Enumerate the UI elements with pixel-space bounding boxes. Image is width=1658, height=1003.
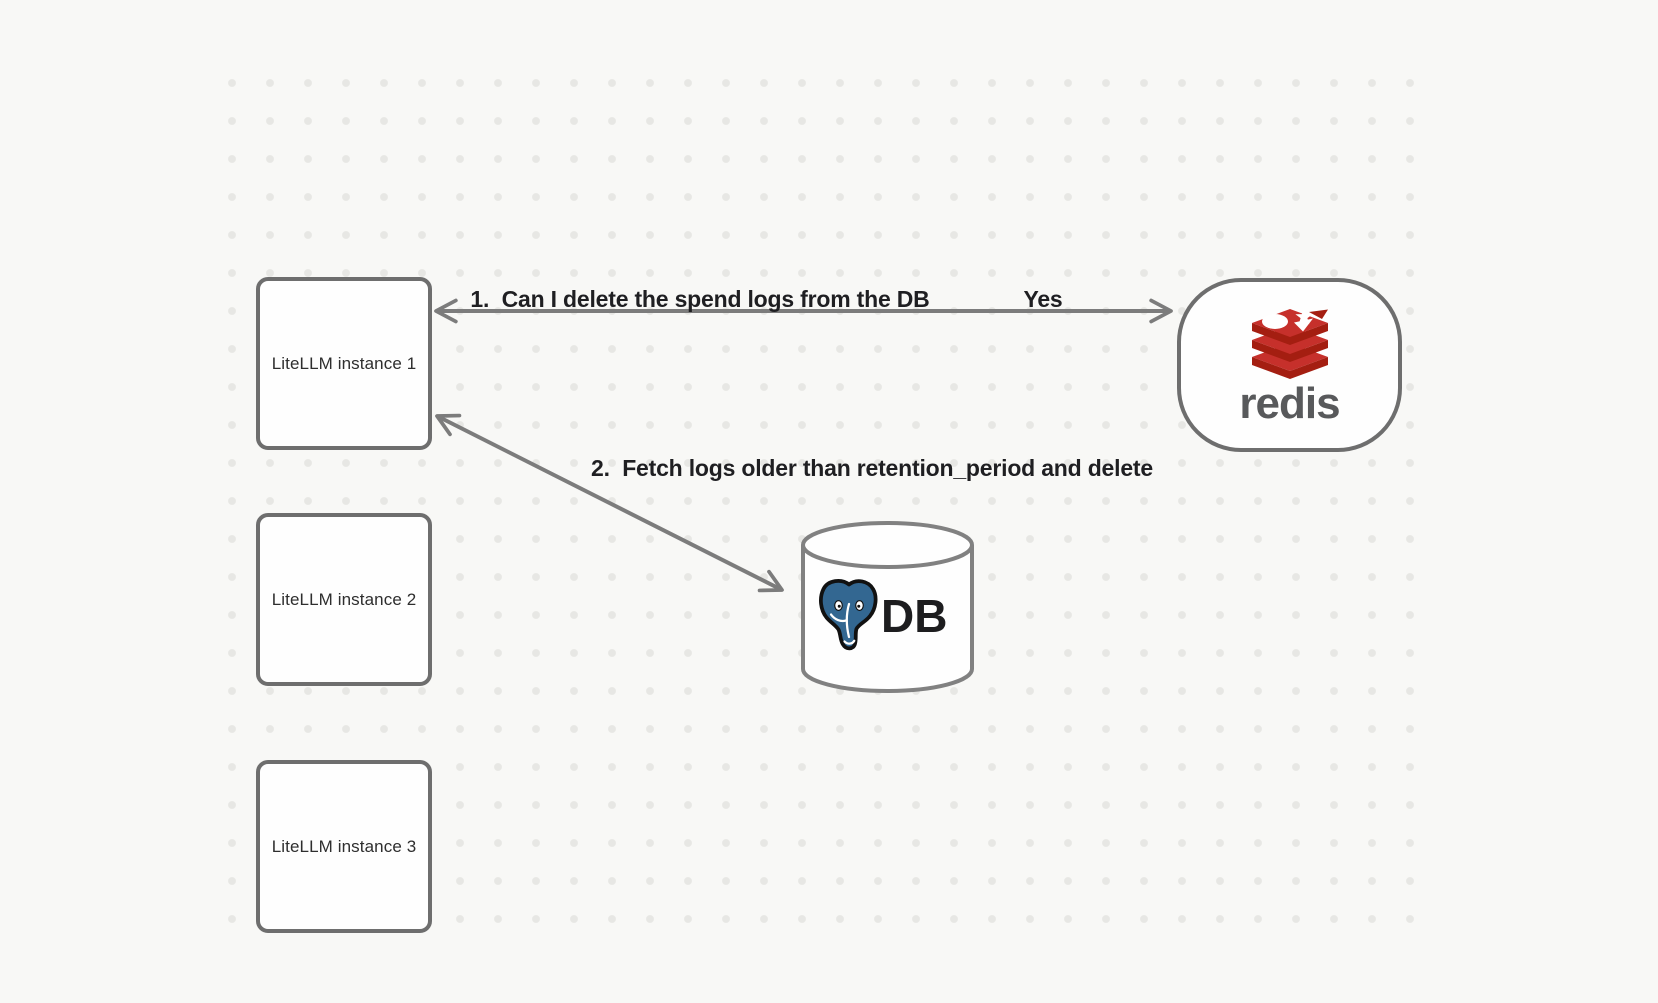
- node-litellm-instance-2-label: LiteLLM instance 2: [271, 589, 417, 609]
- edge1-response-label: Yes: [1023, 286, 1063, 312]
- edge1-label: 1. Can I delete the spend logs from the …: [470, 286, 930, 312]
- node-litellm-instance-3-label: LiteLLM instance 3: [271, 836, 417, 856]
- redis-node-label: redis: [1239, 379, 1340, 429]
- node-litellm-instance-2[interactable]: LiteLLM instance 2: [256, 513, 432, 686]
- node-litellm-instance-1[interactable]: LiteLLM instance 1: [256, 277, 432, 450]
- redis-logo-icon: [1251, 309, 1328, 380]
- postgres-elephant-icon: [819, 579, 878, 651]
- node-litellm-instance-3[interactable]: LiteLLM instance 3: [256, 760, 432, 933]
- edge-instance1-db-arrow[interactable]: [435, 413, 784, 593]
- node-postgres-db[interactable]: DB: [799, 517, 976, 695]
- node-litellm-instance-1-label: LiteLLM instance 1: [271, 353, 417, 373]
- db-node-label: DB: [881, 590, 948, 642]
- node-redis[interactable]: redis: [1177, 278, 1402, 452]
- db-node-content: DB: [811, 577, 947, 655]
- edge2-label: 2. Fetch logs older than retention_perio…: [591, 455, 1153, 481]
